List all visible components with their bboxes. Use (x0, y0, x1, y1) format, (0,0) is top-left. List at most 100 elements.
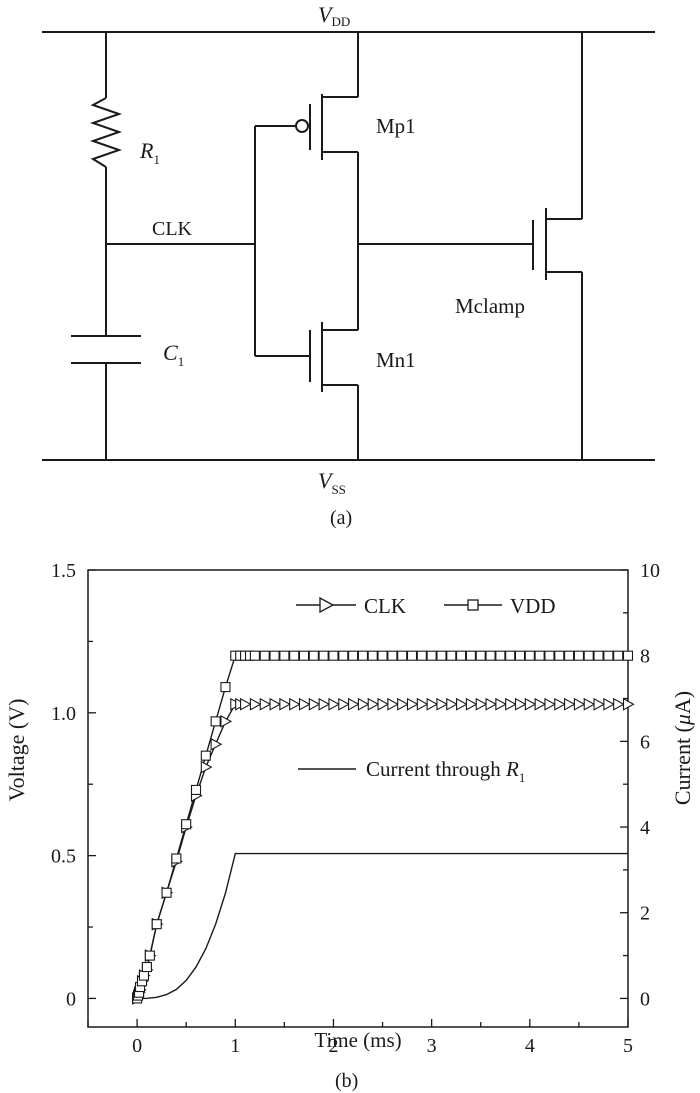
vdd-point (338, 650, 349, 661)
clk-point (436, 697, 449, 711)
x-tick-label: 1 (230, 1035, 240, 1057)
clk-point (534, 697, 547, 711)
clk-point (554, 697, 566, 711)
clk-point (220, 714, 233, 728)
vdd-point (554, 650, 565, 661)
y-right-tick-label: 10 (640, 560, 660, 582)
legend-entry-vdd: VDD (444, 594, 556, 618)
vdd-point (367, 650, 378, 661)
vdd-point (564, 650, 575, 661)
vdd-point (465, 650, 476, 661)
caption-a: (a) (330, 507, 352, 529)
clk-point (485, 697, 498, 711)
x-axis-label: Time (ms) (314, 1028, 401, 1052)
vdd-point (181, 819, 192, 830)
clk-label: CLK (152, 218, 193, 240)
vdd-point (622, 650, 634, 661)
vdd-point (456, 650, 467, 661)
vdd-point (200, 750, 211, 761)
mclamp-label: Mclamp (455, 294, 525, 318)
y-right-tick-label: 4 (640, 817, 650, 839)
vdd-point (583, 650, 594, 661)
legend-entry-clk: CLK (296, 594, 406, 618)
vdd-point (534, 650, 545, 661)
transistor-mp1 (295, 32, 359, 160)
vdd-point (613, 650, 624, 661)
vdd-point (397, 650, 408, 661)
vdd-point (161, 887, 172, 898)
vdd-point (190, 784, 202, 795)
clk-point (564, 697, 576, 711)
clk-point (593, 697, 606, 711)
vdd-point (446, 650, 457, 661)
vdd-point (377, 650, 388, 661)
legend-label-vdd: VDD (510, 594, 556, 618)
vdd-point (144, 950, 155, 961)
vdd-point (436, 650, 447, 661)
clk-point (357, 697, 370, 711)
vdd-point (544, 650, 555, 661)
clk-point (514, 697, 527, 711)
y-right-tick-label: 8 (640, 646, 650, 668)
clk-point (249, 697, 262, 711)
vdd-label: VDD (318, 2, 350, 29)
y-right-tick-label: 6 (640, 731, 650, 753)
y-left-tick-label: 1.0 (51, 703, 76, 725)
vdd-point (318, 650, 329, 661)
vdd-point (593, 650, 604, 661)
vdd-point (210, 716, 221, 727)
y-left-axis-label: Voltage (V) (4, 699, 29, 802)
clk-point (318, 697, 331, 711)
clk-point (259, 697, 272, 711)
plot-frame (87, 569, 629, 1028)
clk-point (505, 697, 517, 711)
vdd-point (603, 650, 614, 661)
legend-marker-triangle (319, 596, 335, 614)
clk-point (416, 697, 429, 711)
mp1-label: Mp1 (376, 114, 416, 138)
clk-point (377, 697, 390, 711)
clk-point (279, 697, 292, 711)
clk-point (495, 697, 508, 711)
y-left-tick-label: 0.5 (51, 846, 76, 868)
vdd-point (426, 650, 437, 661)
clk-point (328, 697, 341, 711)
vdd-point (141, 961, 152, 973)
clk-point (475, 697, 488, 711)
vdd-point (308, 650, 319, 661)
y-right-tick-label: 2 (640, 903, 650, 925)
legend-entry-current: Current through R1 (298, 757, 525, 785)
clk-point (367, 697, 380, 711)
x-tick-label: 2 (328, 1035, 338, 1057)
legend-label-clk: CLK (364, 594, 406, 618)
clk-point (406, 697, 419, 711)
vdd-point (151, 919, 162, 930)
vdd-point (475, 650, 486, 661)
capacitor-c1 (71, 335, 141, 460)
clk-point (348, 697, 360, 711)
transistor-mclamp (532, 32, 583, 460)
x-tick-label: 3 (427, 1035, 437, 1057)
vdd-point (249, 650, 260, 661)
series-markers (132, 650, 635, 1005)
vdd-point (138, 970, 150, 981)
y-right-axis-label: Current (μA) (670, 691, 695, 805)
clk-point (210, 737, 223, 751)
vdd-point (416, 650, 427, 661)
vdd-point (524, 650, 535, 661)
clk-point (622, 697, 635, 711)
clk-point (465, 697, 478, 711)
vdd-point (406, 650, 418, 661)
legend: CLK VDD Current through R1 (296, 594, 556, 785)
clk-point (456, 697, 468, 711)
vdd-point (357, 650, 368, 661)
vdd-point (514, 650, 526, 661)
vdd-point (387, 650, 398, 661)
vdd-point (495, 650, 506, 661)
vdd-point (269, 650, 280, 661)
vdd-point (348, 650, 359, 661)
clk-point (583, 697, 596, 711)
